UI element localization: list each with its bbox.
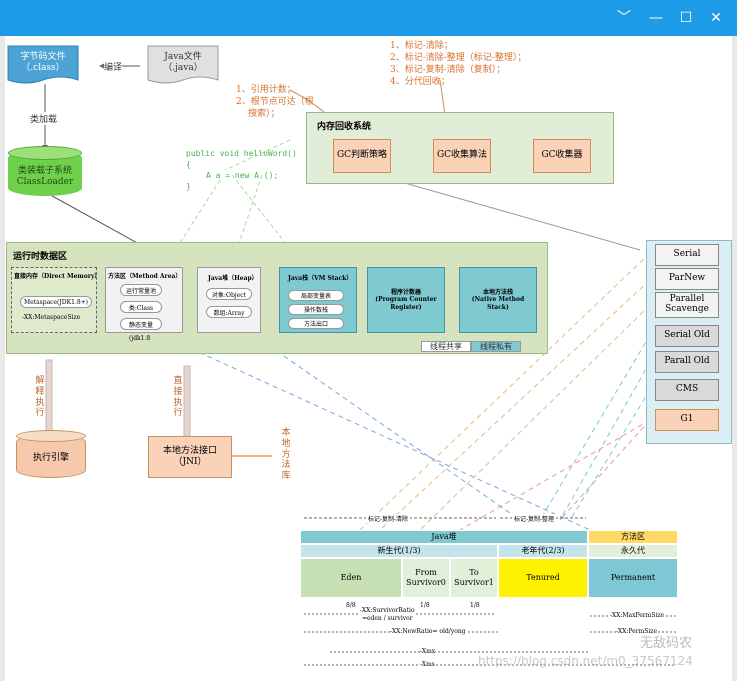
heap-item: 对象:Object xyxy=(206,288,252,300)
gc-judge-notes: 1、引用计数； 2、根节点可达（根 搜索）； xyxy=(236,84,314,120)
collector-serial[interactable]: Serial xyxy=(655,244,719,266)
young-gen-bar: 新生代(1/3) xyxy=(300,544,498,558)
jni-box: 本地方法接口 （JNI） xyxy=(148,436,232,478)
heap-box: Java堆（Heap） 对象:Object 数组:Array xyxy=(197,267,261,333)
pc-register-box: 程序计数器 (Program Counter Register) xyxy=(367,267,445,333)
gc-algo-box[interactable]: GC收集算法 xyxy=(433,139,491,173)
perm-size-label: -XX:PermSize xyxy=(616,628,657,635)
window-right-edge xyxy=(732,36,737,681)
vm-stack-item: 方法出口 xyxy=(288,318,344,329)
gc-algorithm-notes: 1、标记-清除； 2、标记-清除-整理（标记-整理）； 3、标记-复制-清除（复… xyxy=(390,40,526,88)
collector-parallel-old[interactable]: Parall Old xyxy=(655,351,719,373)
gc-judge-note: 搜索）； xyxy=(248,109,280,119)
method-area-item: 静态变量 xyxy=(120,318,162,330)
classloader-cylinder-top xyxy=(8,146,82,160)
watermark-url: https://blog.csdn.net/m0_37567124 xyxy=(478,654,693,668)
runtime-data-area: 运行时数据区 直接内存（Direct Memory） Metaspace(JDK… xyxy=(6,242,548,354)
metaspace-size-label: -XX:MetaspaceSize xyxy=(22,314,81,321)
collector-cms[interactable]: CMS xyxy=(655,379,719,401)
permanent-cell: Permanent xyxy=(588,558,678,598)
engine-label: 执行引擎 xyxy=(32,453,69,464)
code-line: A a = new A (); xyxy=(206,171,279,180)
classload-label: 类加载 xyxy=(30,112,58,125)
engine-cylinder-top xyxy=(16,430,86,442)
collector-g1[interactable]: G1 xyxy=(655,409,719,431)
survivor-ratio-label: -XX:SurvivorRatio =eden / survivor xyxy=(360,607,415,623)
new-ratio-label: -XX:NewRatio= old/yong xyxy=(390,628,466,635)
old-gen-bar: 老年代(2/3) xyxy=(498,544,588,558)
java-file-doc: Java文件 （.java） xyxy=(146,44,220,88)
direct-exec-label: 直接执行 xyxy=(173,376,183,419)
to-survivor-cell: To Survivor1 xyxy=(450,558,498,598)
collector-parallel-scavenge[interactable]: Parallel Scavenge xyxy=(655,292,719,318)
xmx-label: -Xmx xyxy=(420,648,436,655)
perm-gen-bar: 永久代 xyxy=(588,544,678,558)
classloader-label: 类装载子系统 ClassLoader xyxy=(16,165,74,187)
tenured-cell: Tenured xyxy=(498,558,588,598)
bytecode-file-label: 字节码文件 （.class） xyxy=(20,51,66,73)
method-area-bar: 方法区 xyxy=(588,530,678,544)
code-line: public void helloWord() xyxy=(186,149,297,158)
window-titlebar: ﹀ — ☐ ✕ xyxy=(0,0,737,36)
interp-label: 解释执行 xyxy=(35,376,45,419)
java-heap-bar: Java堆 xyxy=(300,530,588,544)
heap-layout: 标记-复制-清除 标记-复制-整理 Java堆 方法区 新生代(1/3) 老年代… xyxy=(300,510,678,670)
heap-item: 数组:Array xyxy=(206,306,252,318)
gc-collectors-panel: Serial ParNew Parallel Scavenge Serial O… xyxy=(646,240,732,444)
legend-private: 线程私有 xyxy=(471,341,521,352)
restore-icon[interactable]: — xyxy=(649,10,663,26)
max-perm-label: -XX:MaxPermSize xyxy=(610,612,665,619)
eden-cell: Eden xyxy=(300,558,402,598)
gc-algo-note: 4、分代回收； xyxy=(390,77,450,87)
heap-title: Java堆（Heap） xyxy=(208,275,258,282)
gc-judge-box[interactable]: GC判断策略 xyxy=(333,139,391,173)
vm-stack-item: 局部变量表 xyxy=(288,290,344,301)
xms-label: -Xms xyxy=(420,661,435,668)
vm-stack-box: Java栈（VM Stack） 局部变量表 操作数栈 方法出口 xyxy=(279,267,357,333)
gc-judge-note: 2、根节点可达（根 xyxy=(236,97,314,107)
eden-ratio: 8/8 xyxy=(346,602,356,609)
copy-arrange-label: 标记-复制-整理 xyxy=(512,514,557,523)
native-stack-box: 本地方法栈 (Native Method Stack) xyxy=(459,267,537,333)
to-ratio: 1/8 xyxy=(470,602,480,609)
java-file-label: Java文件 （.java） xyxy=(163,51,203,73)
gc-collector-box[interactable]: GC收集器 xyxy=(533,139,591,173)
gc-algo-note: 3、标记-复制-清除（复制）； xyxy=(390,65,506,75)
method-area-title: 方法区（Method Area） xyxy=(108,273,182,280)
collector-parnew[interactable]: ParNew xyxy=(655,268,719,290)
from-survivor-cell: From Survivor0 xyxy=(402,558,450,598)
close-icon[interactable]: ✕ xyxy=(710,10,722,26)
metaspace-pill: Metaspace(JDK1.8+) xyxy=(20,296,92,308)
jdk-note: (jdk1.8 xyxy=(129,335,151,342)
collector-serial-old[interactable]: Serial Old xyxy=(655,325,719,347)
engine-cylinder xyxy=(16,434,86,478)
code-line: { xyxy=(186,160,191,169)
vm-stack-title: Java栈（VM Stack） xyxy=(288,275,353,282)
minimize-icon[interactable]: ﹀ xyxy=(617,10,631,26)
code-line: } xyxy=(186,182,191,191)
watermark-brand: 无敌码农 xyxy=(640,636,693,651)
runtime-title: 运行时数据区 xyxy=(13,252,68,262)
from-ratio: 1/8 xyxy=(420,602,430,609)
gc-system-panel: 内存回收系统 GC判断策略 GC收集算法 GC收集器 xyxy=(306,112,614,184)
gc-algo-note: 2、标记-清除-整理（标记-整理）； xyxy=(390,53,527,63)
code-snippet: public void helloWord() { A a = new A ()… xyxy=(186,148,297,192)
direct-memory-box: 直接内存（Direct Memory） Metaspace(JDK1.8+) -… xyxy=(11,267,101,333)
method-area-item: 类:Class xyxy=(120,301,162,313)
copy-clear-label: 标记-复制-清除 xyxy=(366,514,411,523)
bytecode-file-doc: 字节码文件 （.class） xyxy=(6,44,80,88)
compile-label: 编译 xyxy=(104,60,123,73)
method-area-box: 方法区（Method Area） 运行常量池 类:Class 静态变量 xyxy=(105,267,183,333)
legend-shared: 线程共享 xyxy=(421,341,471,352)
vm-stack-item: 操作数栈 xyxy=(288,304,344,315)
direct-memory-title: 直接内存（Direct Memory） xyxy=(14,273,101,280)
window-left-edge xyxy=(0,36,5,681)
maximize-icon[interactable]: ☐ xyxy=(679,10,693,26)
method-area-item: 运行常量池 xyxy=(120,284,162,296)
native-lib-label: 本地方法库 xyxy=(281,428,291,482)
gc-algo-note: 1、标记-清除； xyxy=(390,41,453,51)
gc-judge-note: 1、引用计数； xyxy=(236,85,296,95)
gc-system-title: 内存回收系统 xyxy=(317,122,372,132)
